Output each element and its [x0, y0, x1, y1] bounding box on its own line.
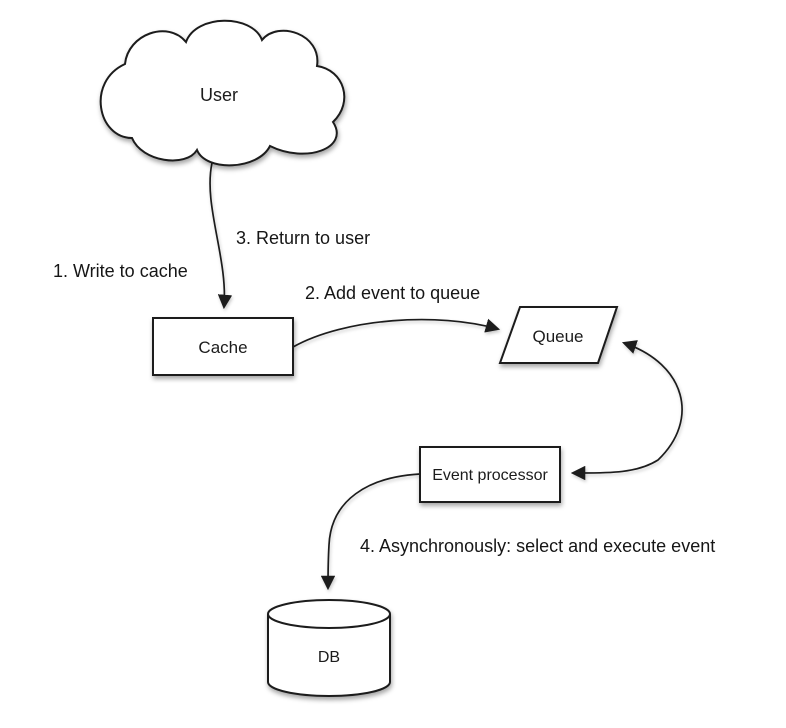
cache-label: Cache [198, 338, 247, 357]
user-cloud-node: User [99, 19, 346, 167]
arrow-event-processor-to-db [320, 473, 421, 591]
label-step-1: 1. Write to cache [53, 261, 188, 281]
cache-node: Cache [152, 317, 294, 376]
step-labels: 1. Write to cache 2. Add event to queue … [53, 228, 715, 556]
event-processor-box-shape [419, 446, 561, 503]
queue-parallelogram-shape [498, 306, 619, 364]
arrow-user-to-cache [209, 162, 233, 310]
arrow-cache-to-queue [292, 318, 501, 348]
arrow-queue-event-processor [570, 340, 683, 481]
user-cloud-shape [99, 19, 346, 167]
queue-label: Queue [532, 327, 583, 346]
event-processor-label: Event processor [432, 467, 548, 484]
db-node: DB [267, 599, 391, 697]
cache-box-shape [152, 317, 294, 376]
db-cylinder-top-ellipse [267, 613, 391, 629]
connectors [209, 162, 683, 591]
label-step-2: 2. Add event to queue [305, 283, 480, 303]
db-cylinder-shape [267, 599, 391, 697]
event-processor-node: Event processor [419, 446, 561, 503]
db-label: DB [318, 649, 340, 666]
label-step-4: 4. Asynchronously: select and execute ev… [360, 536, 715, 556]
queue-node: Queue [498, 306, 619, 364]
label-step-3: 3. Return to user [236, 228, 370, 248]
user-label: User [200, 85, 238, 105]
